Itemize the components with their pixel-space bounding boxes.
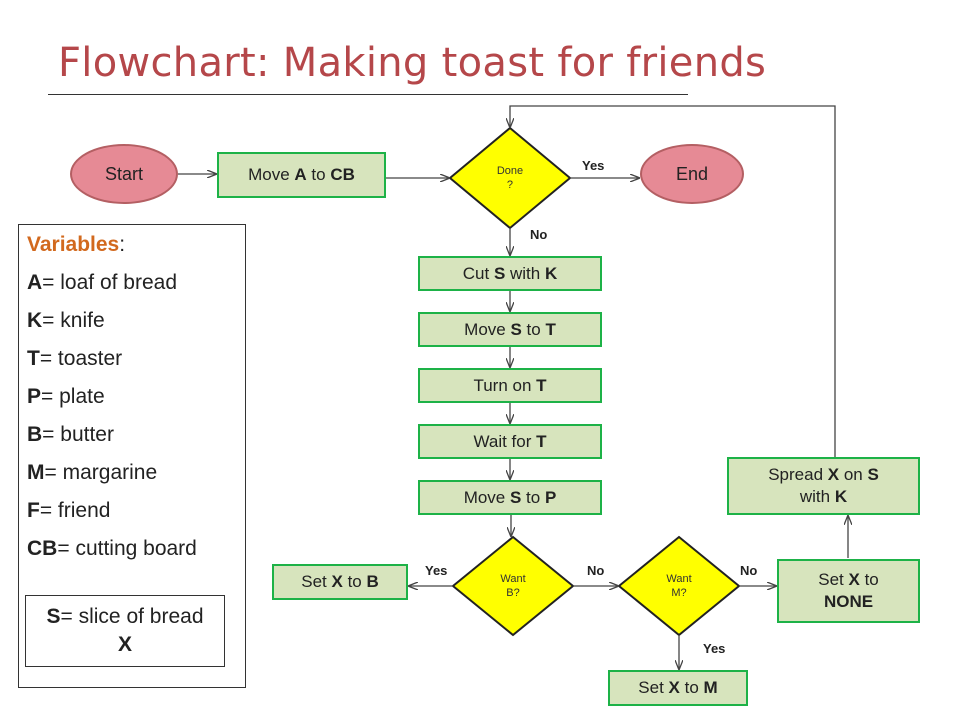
edge-label-want-b-yes: Yes [425,563,448,578]
variables-heading: Variables: [27,233,126,256]
variable-item: M= margarine [27,461,158,484]
edge-label-want-b-no: No [587,563,605,578]
move-s-to-t-box: Move S to T [418,312,602,347]
done-decision-label: Done? [496,165,524,191]
edge-label-want-m-no: No [740,563,758,578]
move-a-to-cb-box: Move A to CB [217,152,386,198]
variable-item: F= friend [27,499,111,522]
page-title: Flowchart: Making toast for friends [58,40,767,86]
edge-label-want-m-yes: Yes [703,641,726,656]
slice-variable-line: S= slice of bread [46,605,204,628]
variable-item: CB= cutting board [27,537,197,560]
variable-item: A= loaf of bread [27,271,178,294]
title-divider [48,94,688,95]
end-terminal: End [640,144,744,204]
variable-item: B= butter [27,423,114,446]
edge-label-done-yes: Yes [582,158,605,173]
x-variable-line: X [117,633,132,656]
variable-item: K= knife [27,309,105,332]
start-terminal: Start [70,144,178,204]
want-b-decision-diamond [451,535,575,637]
variable-item: P= plate [27,385,105,408]
move-s-to-p-box: Move S to P [418,480,602,515]
turn-on-t-box: Turn on T [418,368,602,403]
cut-s-with-k-box: Cut S with K [418,256,602,291]
variables-legend: Variables: A= loaf of bread K= knife T= … [18,224,246,688]
slice-variables-box: S= slice of bread X [25,595,225,667]
set-x-to-b-box: Set X to B [272,564,408,600]
variable-item: T= toaster [27,347,123,370]
edge-label-done-no: No [530,227,548,242]
edge-spread-loop-to-done [510,105,836,457]
set-x-to-m-box: Set X to M [608,670,748,706]
wait-for-t-box: Wait for T [418,424,602,459]
